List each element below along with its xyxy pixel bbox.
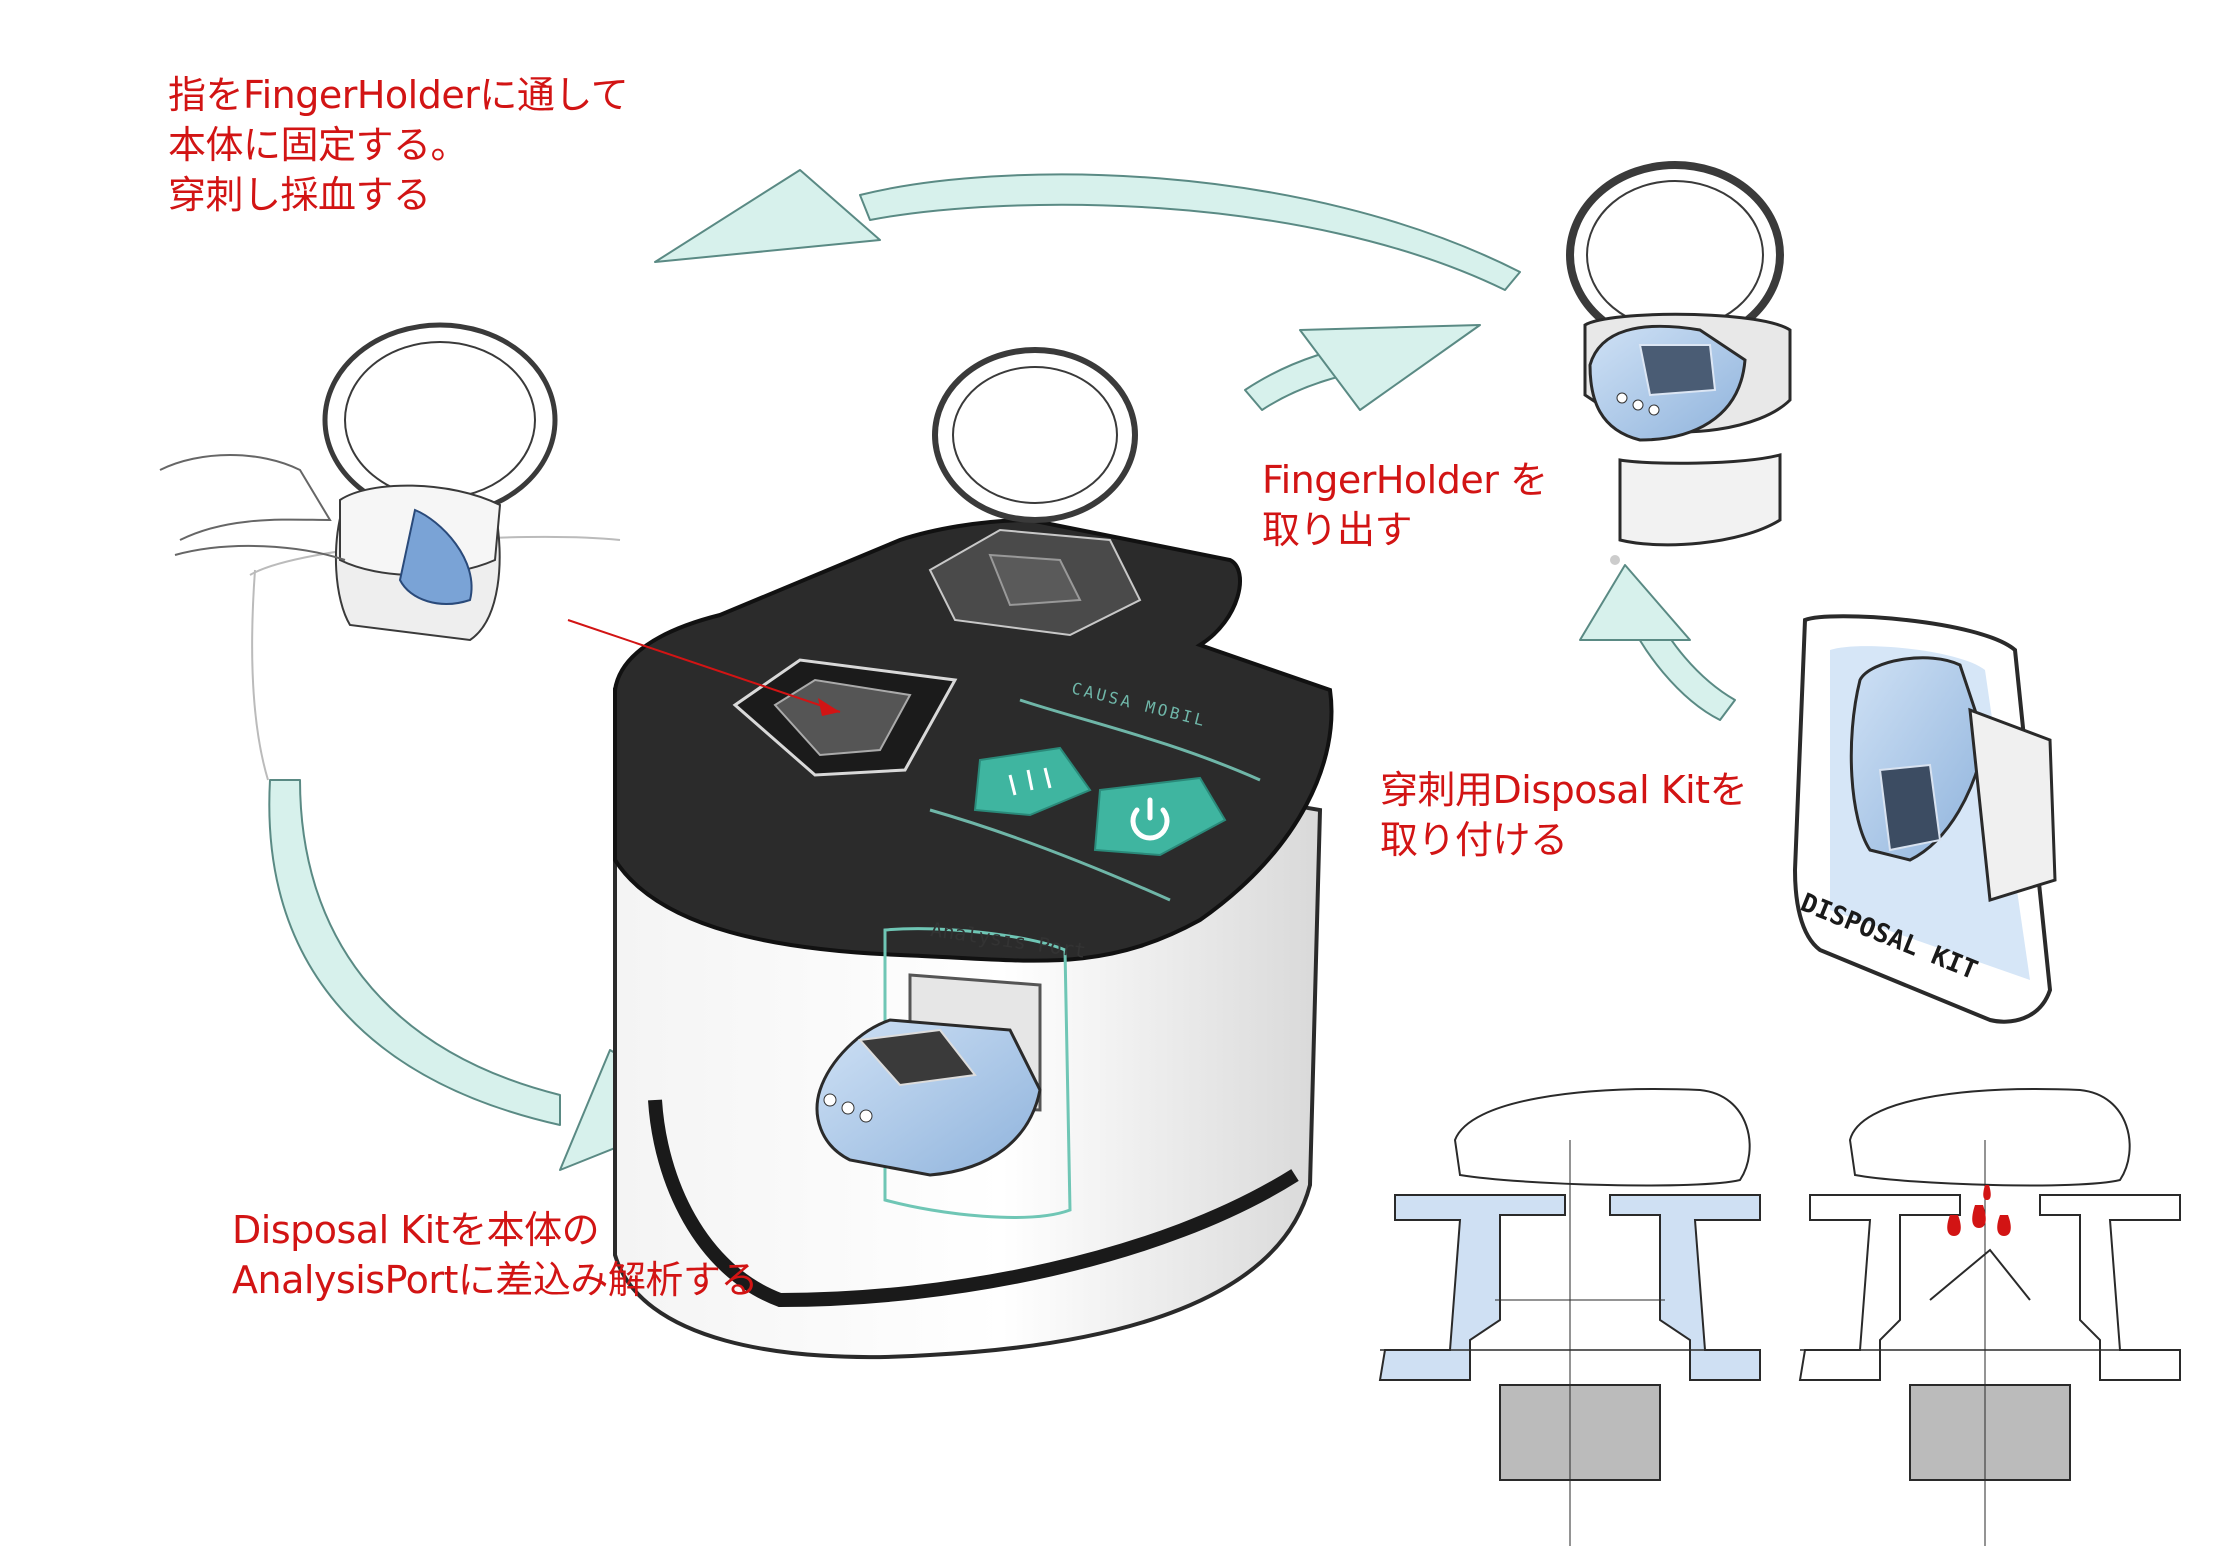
annotation-insert-finger: 指をFingerHolderに通して 本体に固定する。 穿刺し採血する [168, 73, 629, 217]
flow-arrow-takeout [1244, 324, 1481, 411]
finger-holder-sketch [1566, 161, 1792, 565]
cross-section-before [1378, 1088, 1761, 1546]
disposal-kit-package [1792, 614, 2057, 1024]
annotation-analyze: Disposal Kitを本体の AnalysisPortに差込み解析する [232, 1208, 758, 1302]
annotation-attach-kit: 穿刺用Disposal Kitを 取り付ける [1380, 768, 1748, 862]
device-in-use-sketch [159, 322, 621, 781]
flow-arrow-top [654, 169, 1521, 291]
annotation-take-out-holder: FingerHolder を 取り出す [1262, 458, 1548, 552]
analysis-port[interactable] [815, 927, 1072, 1219]
purge-button[interactable] [973, 746, 1092, 817]
blood-drops [1947, 1185, 2011, 1236]
power-button[interactable] [1093, 776, 1227, 857]
cross-section-after [1798, 1088, 2181, 1546]
flow-arrow-attach [1579, 564, 1736, 721]
